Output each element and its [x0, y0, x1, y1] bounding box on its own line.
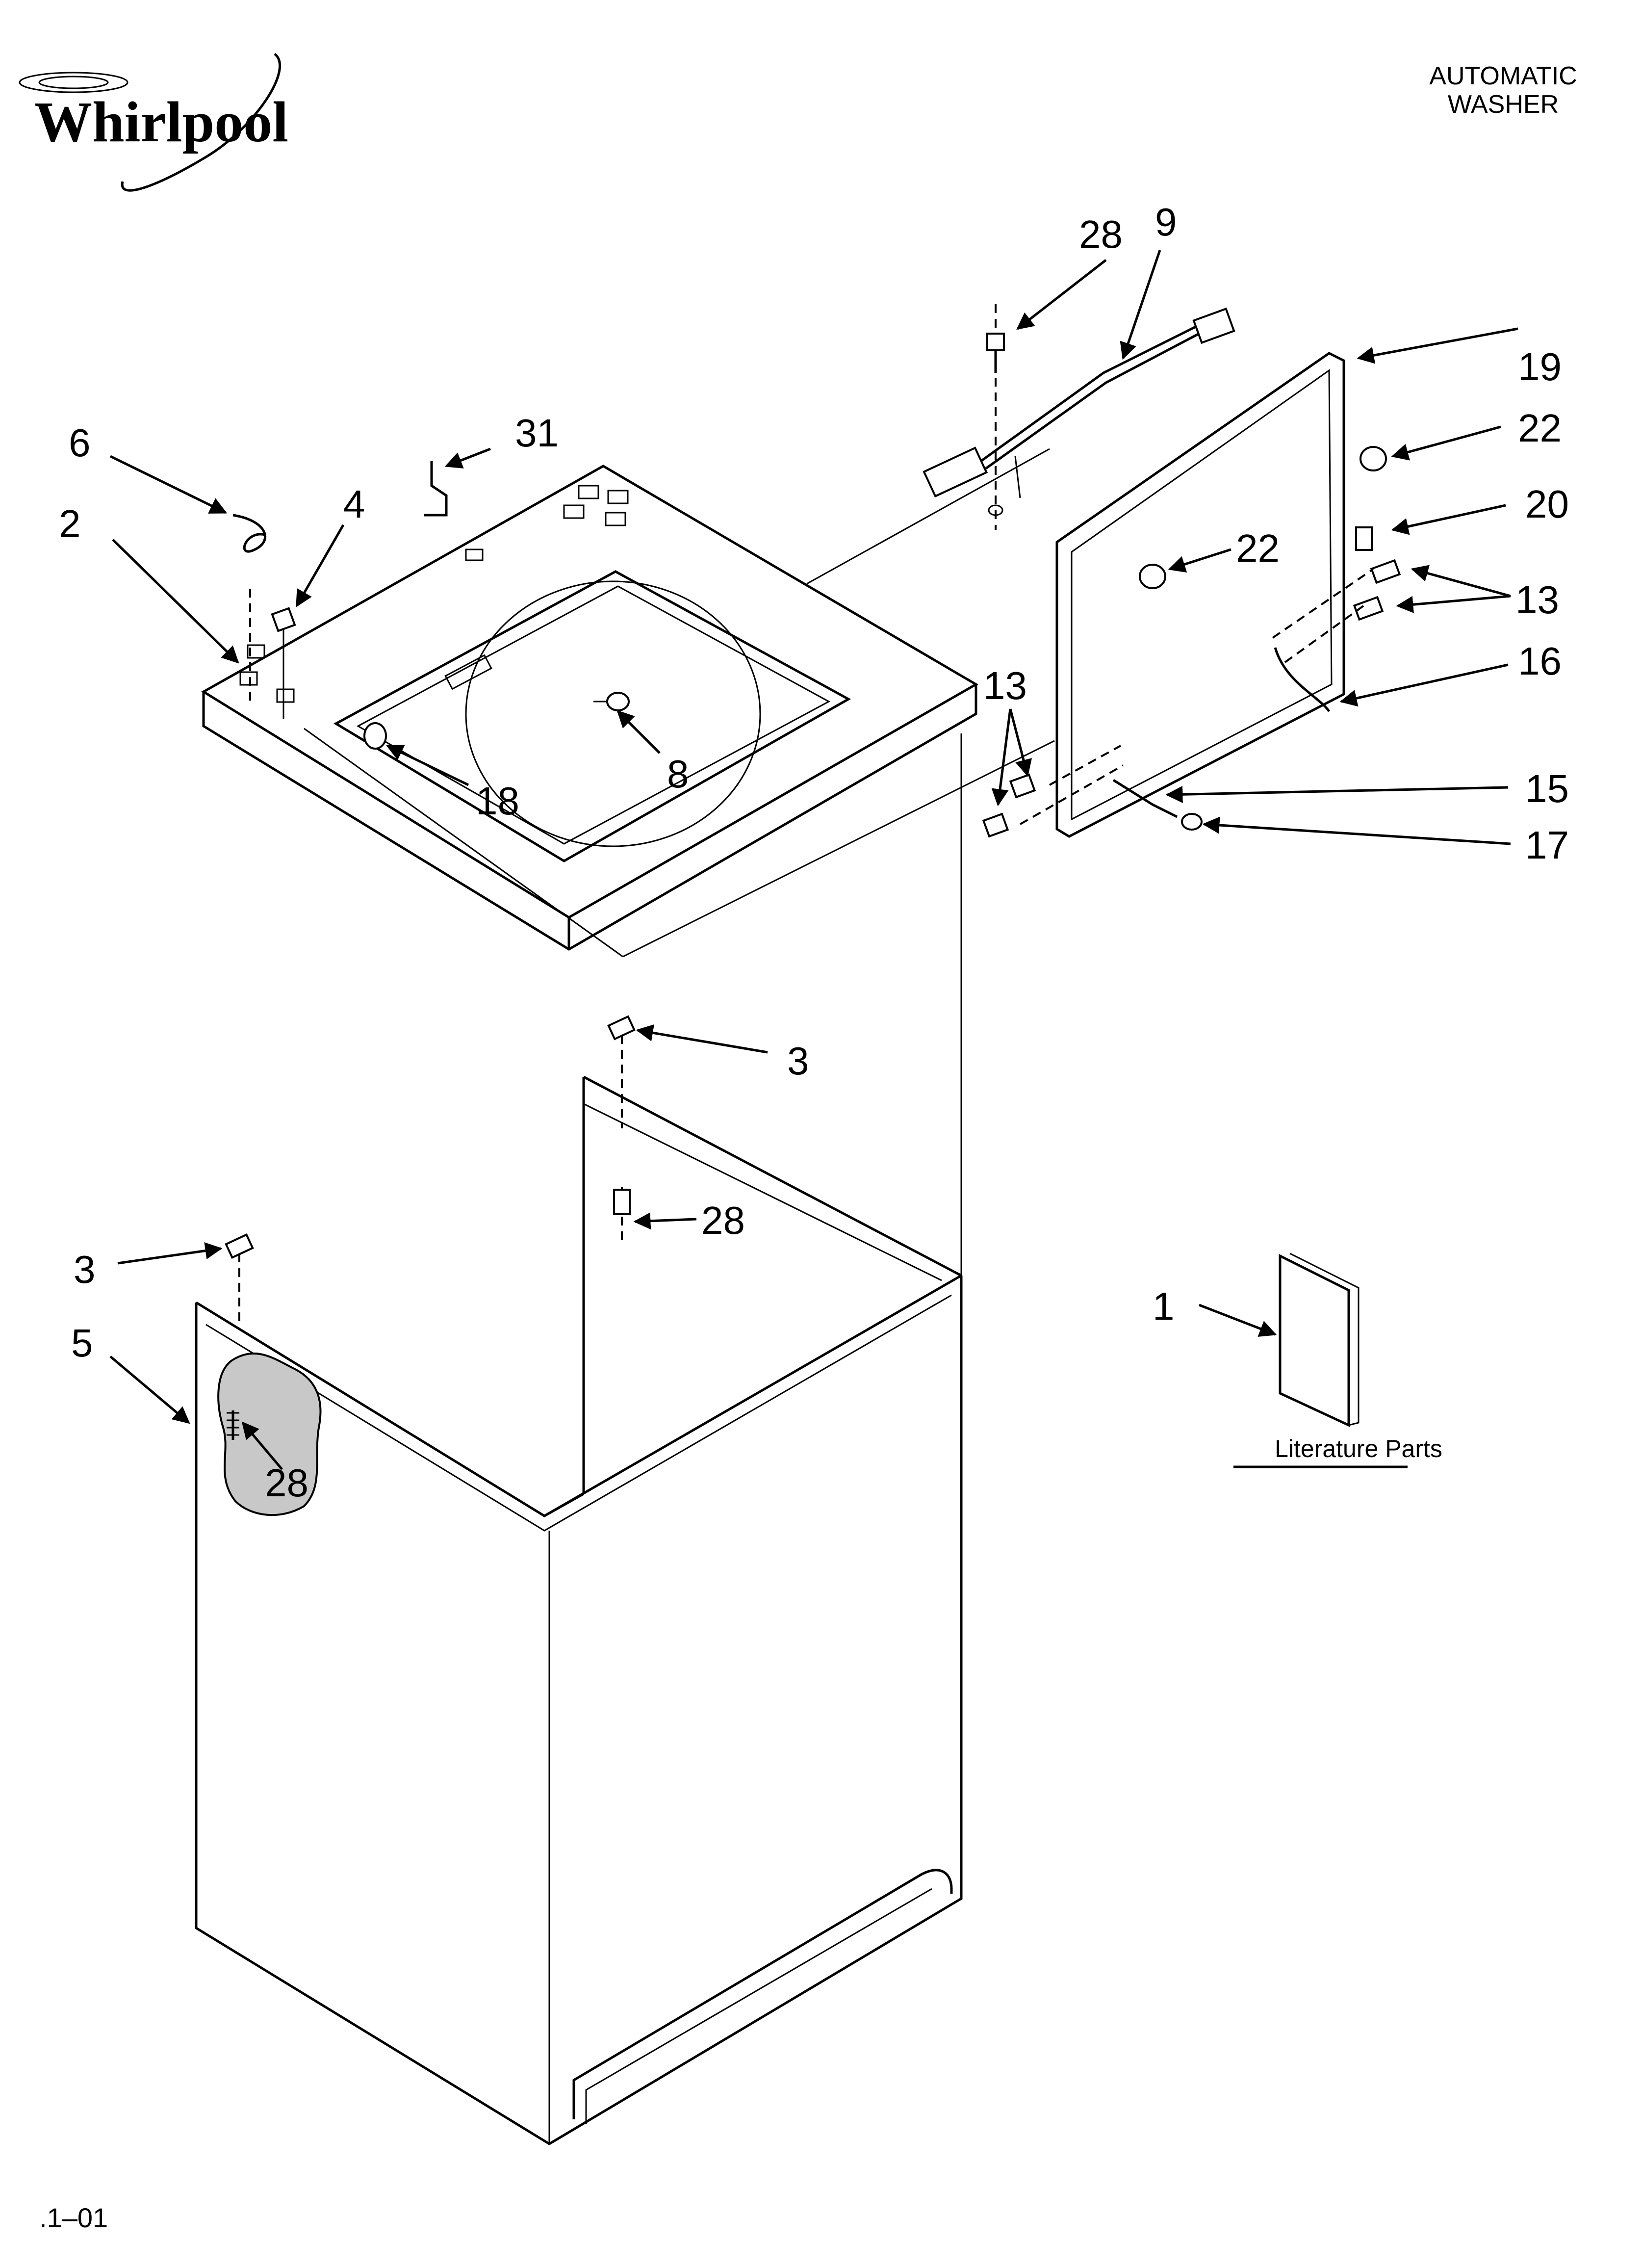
- clip-6: [232, 514, 266, 553]
- callout-3-top: 3: [787, 1039, 809, 1083]
- callout-8: 8: [667, 752, 689, 796]
- callout-13-left: 13: [983, 664, 1027, 707]
- cutaway-inset: [217, 1352, 322, 1516]
- literature-booklet: [1233, 1252, 1408, 1468]
- callout-labels: 28 9 19 22 20 22 13 16 13 15 17 31 6 4 2…: [59, 200, 1569, 1505]
- callout-5: 5: [71, 1321, 93, 1365]
- callout-22-inner: 22: [1236, 526, 1280, 570]
- callout-20: 20: [1525, 482, 1569, 526]
- callout-9: 9: [1155, 200, 1177, 244]
- clip-31: [424, 461, 448, 517]
- callout-6: 6: [69, 421, 91, 465]
- callout-28-inset: 28: [265, 1461, 308, 1505]
- cabinet: [195, 733, 963, 2145]
- screw-28-mid: [613, 1189, 631, 1215]
- callout-3-left: 3: [74, 1248, 96, 1291]
- callout-31: 31: [515, 411, 559, 455]
- callout-4: 4: [343, 482, 365, 526]
- callout-18: 18: [476, 779, 519, 823]
- clip-4: [271, 607, 296, 632]
- callout-22-right: 22: [1518, 406, 1562, 450]
- callout-28-mid: 28: [701, 1199, 745, 1242]
- clip-3-left: [225, 1233, 254, 1259]
- literature-parts-label: Literature Parts: [1275, 1435, 1442, 1462]
- callout-1: 1: [1153, 1284, 1175, 1328]
- callout-15: 15: [1525, 767, 1569, 810]
- clip-3-top: [607, 1015, 636, 1041]
- top-panel: [201, 448, 1055, 958]
- title-line-2: WASHER: [1448, 90, 1559, 119]
- callout-13-right: 13: [1515, 578, 1559, 622]
- callout-2: 2: [59, 502, 81, 546]
- callout-28-top: 28: [1079, 212, 1123, 256]
- logo-text: Whirlpool: [34, 90, 288, 154]
- callout-16: 16: [1518, 639, 1562, 683]
- hardware: [225, 461, 636, 1325]
- timer-harness: [923, 304, 1235, 530]
- title-line-1: AUTOMATIC: [1429, 62, 1577, 90]
- control-panel: [982, 352, 1401, 838]
- whirlpool-logo: Whirlpool: [19, 53, 288, 192]
- callout-19: 19: [1518, 345, 1562, 389]
- leader-arrows: [109, 250, 1518, 1470]
- callout-17: 17: [1525, 823, 1569, 867]
- page-code: .1–01: [39, 2202, 108, 2233]
